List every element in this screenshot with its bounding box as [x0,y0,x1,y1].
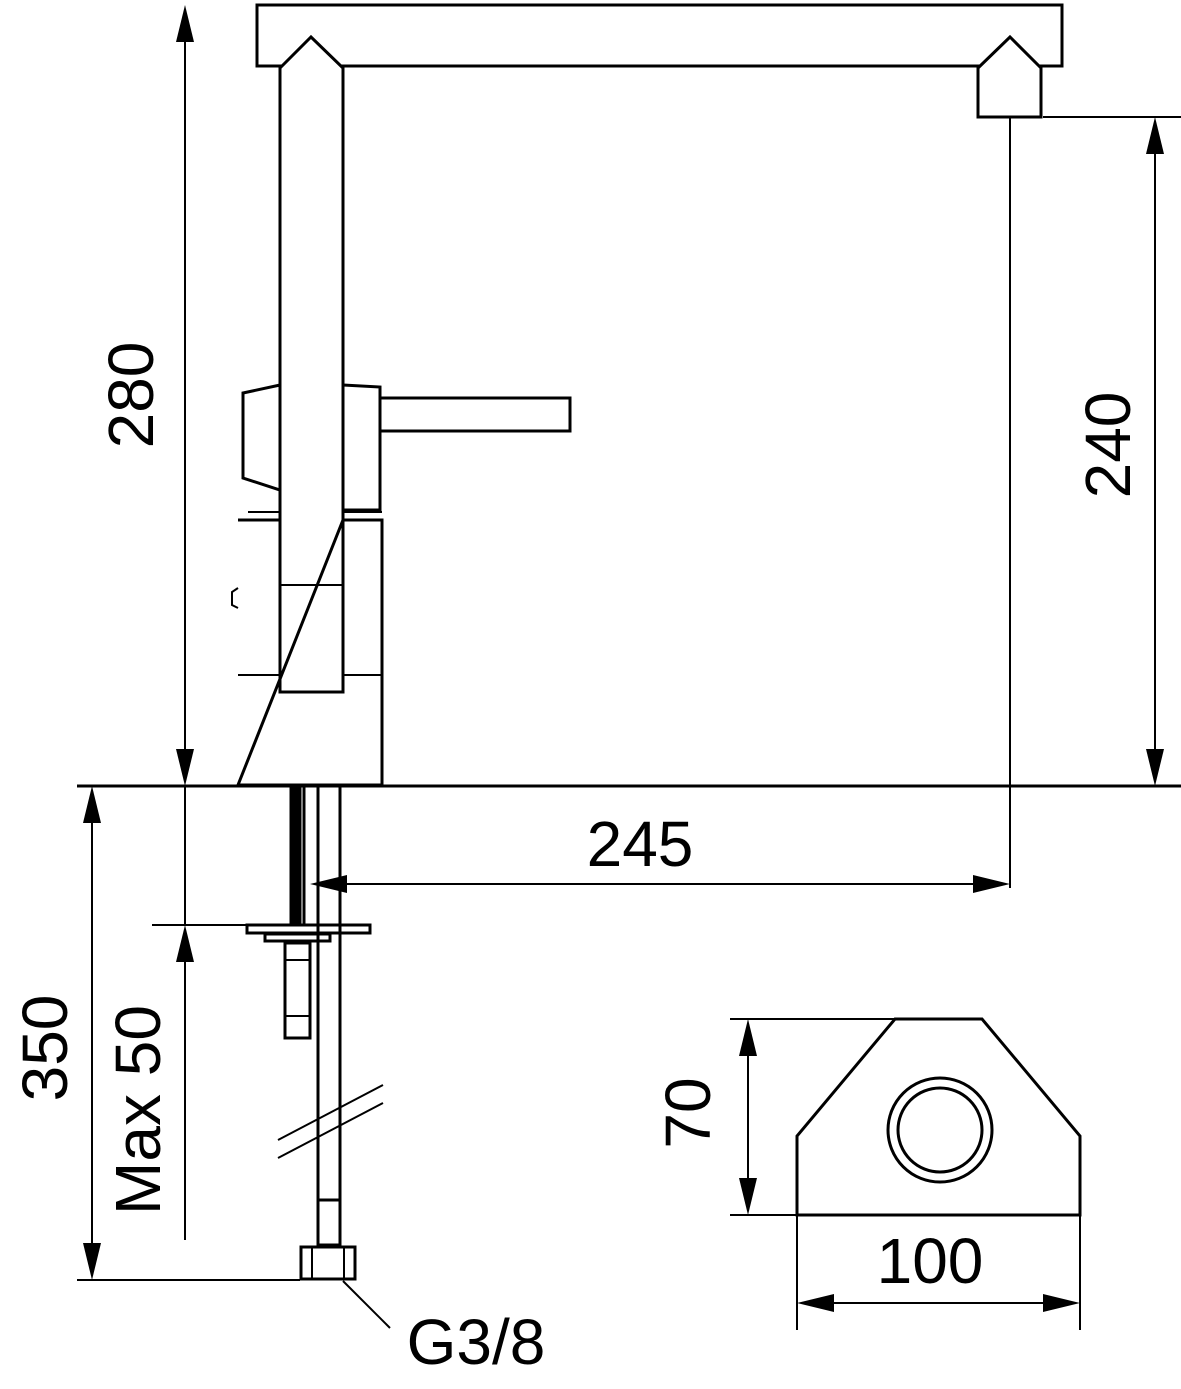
dim-max-thickness: Max 50 [102,1005,174,1215]
fixing-nut [283,941,312,1040]
threaded-rod [289,787,306,925]
break-mark [277,1084,384,1159]
mounting-plate [245,923,372,935]
spout-arm [255,3,1064,68]
base-hole-outer [886,1076,994,1184]
connection-leader [342,1280,391,1329]
hose-ferrule [316,1198,342,1247]
mounting-washer [263,932,332,943]
dim-total-height: 280 [95,342,167,449]
base-outline [795,1017,1082,1217]
base-top-view [795,1017,1082,1217]
supply-hose [316,787,342,1200]
dim-spout-reach: 245 [587,808,694,880]
nut-facets [311,1247,345,1279]
faucet-side-view [231,3,1064,787]
dim-base-depth: 70 [652,1077,724,1148]
connection-nut [299,1245,357,1281]
nut-details [285,959,310,1017]
base-hole-inner [896,1086,984,1174]
dimension-labels: 280 240 245 350 Max 50 70 100 G3/8 [9,342,1144,1378]
dim-below-counter: 350 [9,995,81,1102]
dimension-lines [77,5,1181,1330]
handle-housing-right [341,383,382,512]
dim-base-width: 100 [877,1225,984,1297]
side-knob [231,587,239,609]
connection-label: G3/8 [407,1306,546,1378]
handle-housing [241,383,282,493]
spout-outlet [976,34,1043,119]
dim-spout-height: 240 [1072,392,1144,499]
under-counter-parts [245,787,391,1329]
lever-handle [378,396,572,433]
riser-tube [278,34,345,694]
